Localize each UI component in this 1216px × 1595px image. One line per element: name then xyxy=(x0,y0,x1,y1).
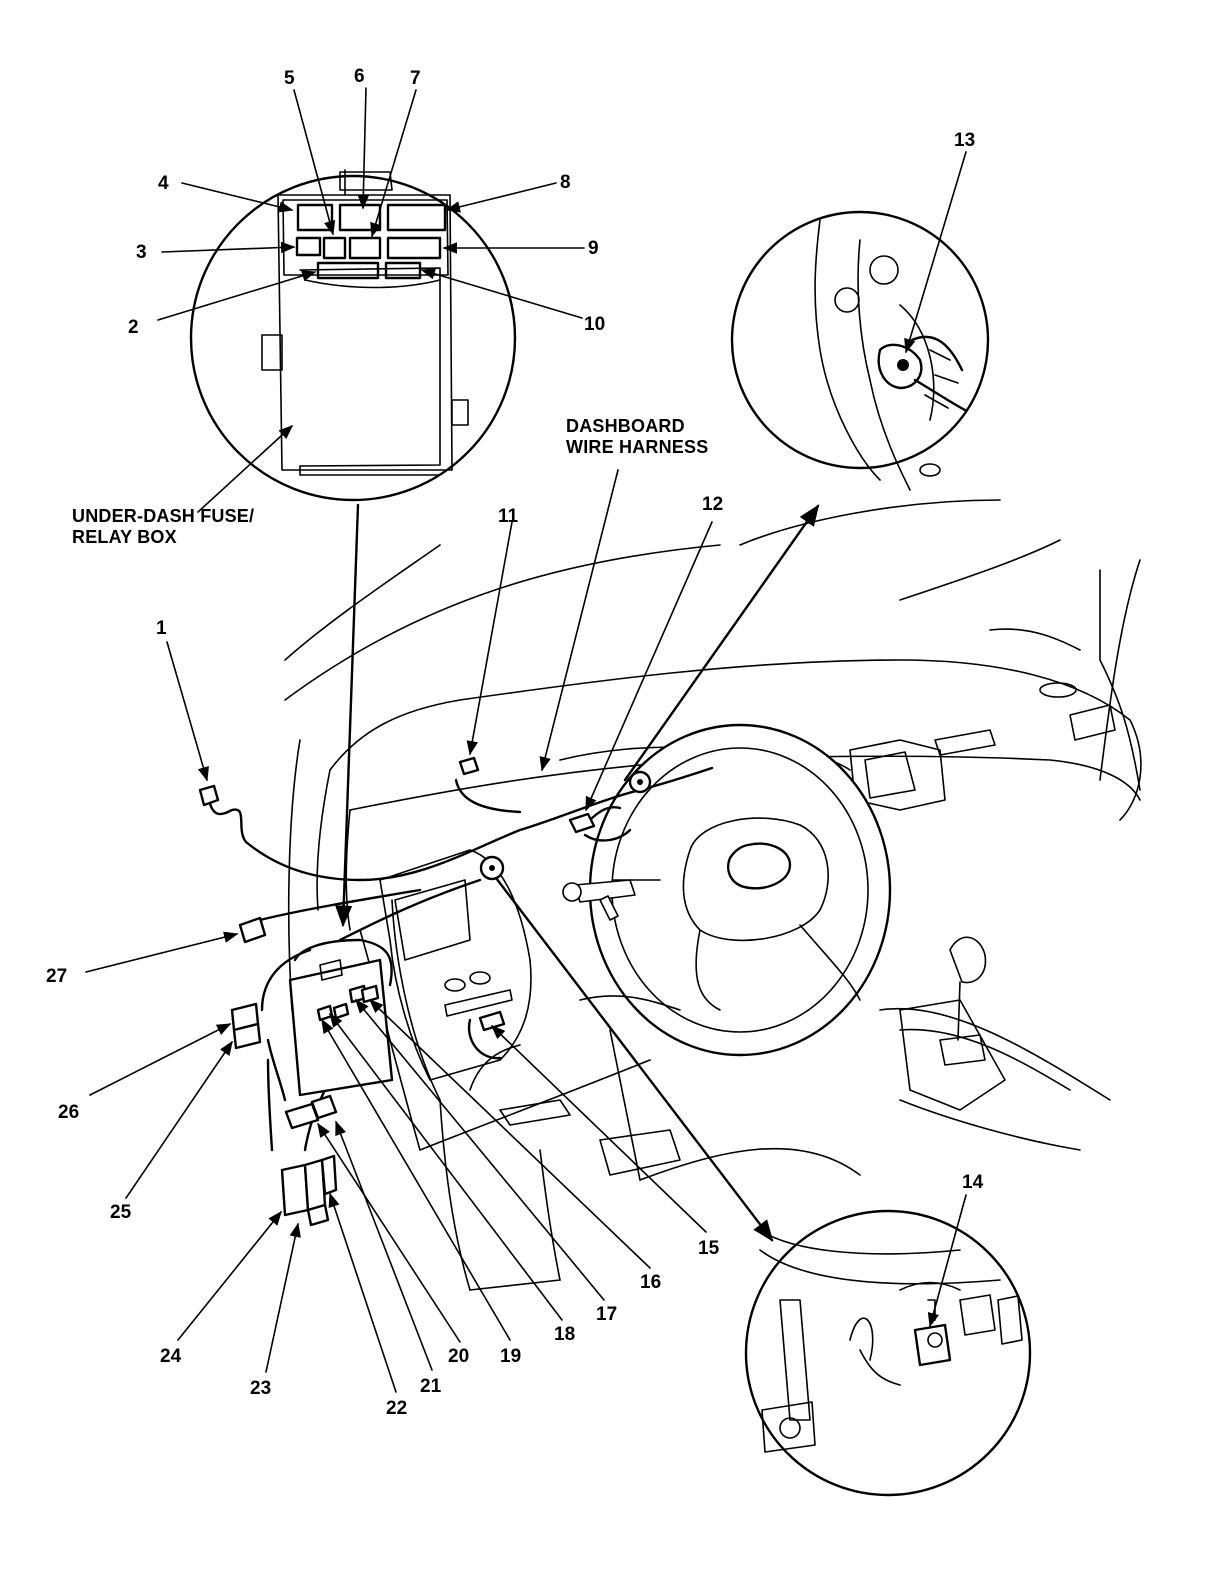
callout-23: 23 xyxy=(250,1378,271,1399)
inset-ground-14 xyxy=(744,1209,1032,1497)
connector-1 xyxy=(198,784,220,807)
inset-fuse-box xyxy=(189,169,517,502)
callout-25: 25 xyxy=(110,1202,132,1223)
callout-27: 27 xyxy=(46,966,67,987)
callout-21: 21 xyxy=(420,1376,442,1397)
callout-8: 8 xyxy=(560,172,571,193)
relay-27 xyxy=(238,916,267,944)
ground-bolt-14 xyxy=(479,855,505,881)
callout-18: 18 xyxy=(554,1324,575,1345)
fuse-box-caption-line1: UNDER-DASH FUSE/ xyxy=(72,506,254,526)
connector-12 xyxy=(568,812,596,834)
captions: UNDER-DASH FUSE/ RELAY BOX DASHBOARD WIR… xyxy=(72,416,708,547)
callout-2: 2 xyxy=(128,317,139,338)
relay-22b xyxy=(306,1203,330,1227)
callout-22: 22 xyxy=(386,1398,407,1419)
callout-24: 24 xyxy=(160,1346,182,1367)
ground-bolt-13 xyxy=(628,770,652,794)
relay-24 xyxy=(280,1163,310,1217)
relay-22 xyxy=(320,1154,338,1196)
callout-numbers: 1 2 3 4 5 6 7 8 9 10 11 12 13 14 15 16 1… xyxy=(46,66,984,1419)
callout-15: 15 xyxy=(698,1238,720,1259)
connector-18 xyxy=(316,1004,334,1022)
callout-17: 17 xyxy=(596,1304,617,1325)
harness-caption-line1: DASHBOARD xyxy=(566,416,685,436)
connector-11 xyxy=(458,756,480,776)
callout-20: 20 xyxy=(448,1346,469,1367)
relay-20 xyxy=(284,1102,320,1130)
callout-26: 26 xyxy=(58,1102,79,1123)
connector-15 xyxy=(478,1010,506,1032)
callout-11: 11 xyxy=(498,506,519,527)
relay-25 xyxy=(232,1022,262,1050)
callout-10: 10 xyxy=(584,314,605,335)
callout-7: 7 xyxy=(410,68,421,89)
fuse-box-caption-line2: RELAY BOX xyxy=(72,527,177,547)
callout-1: 1 xyxy=(156,618,167,639)
callout-6: 6 xyxy=(354,66,365,87)
callout-13: 13 xyxy=(954,130,975,151)
connector-19 xyxy=(332,1002,350,1020)
callout-5: 5 xyxy=(284,68,295,89)
inset-ground-13 xyxy=(730,210,990,491)
callout-12: 12 xyxy=(702,494,723,515)
callout-leaders xyxy=(85,87,967,1393)
connector-16 xyxy=(360,984,380,1004)
relay-21 xyxy=(310,1094,338,1120)
callout-4: 4 xyxy=(158,173,169,194)
callout-16: 16 xyxy=(640,1272,661,1293)
callout-19: 19 xyxy=(500,1346,521,1367)
harness-caption-line2: WIRE HARNESS xyxy=(566,437,708,457)
callout-14: 14 xyxy=(962,1172,984,1193)
callout-9: 9 xyxy=(588,238,599,259)
dashboard-drawing xyxy=(284,499,1142,1291)
callout-3: 3 xyxy=(136,242,147,263)
